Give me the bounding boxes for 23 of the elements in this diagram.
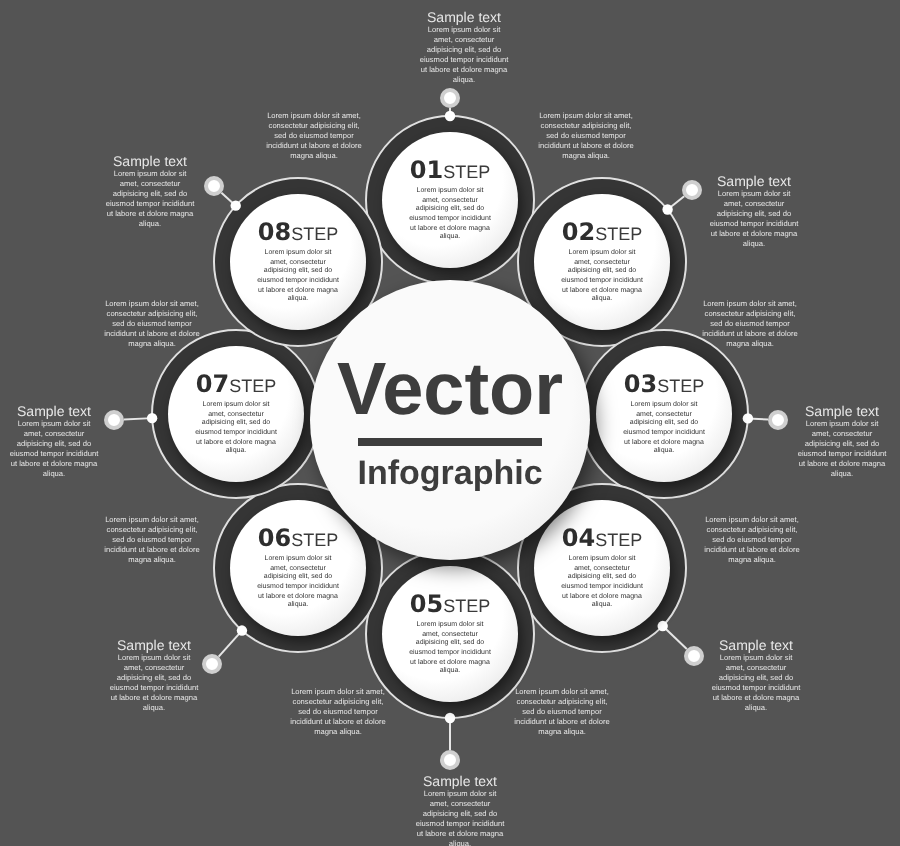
leader-line xyxy=(449,717,451,751)
ring-marker xyxy=(682,180,702,200)
ring-marker xyxy=(202,654,222,674)
title-text: Vector xyxy=(336,351,564,425)
leader-line xyxy=(220,191,237,207)
step-heading: 06STEP xyxy=(257,526,339,551)
step-heading: 01STEP xyxy=(409,158,491,183)
step-heading: 02STEP xyxy=(561,220,643,245)
step-heading: 08STEP xyxy=(257,220,339,245)
subtitle-text: Infographic xyxy=(357,455,543,489)
step-heading: 04STEP xyxy=(561,526,643,551)
step-heading: 07STEP xyxy=(195,372,277,397)
leader-line xyxy=(217,629,243,658)
step-heading: 05STEP xyxy=(409,592,491,617)
ring-marker xyxy=(204,176,224,196)
ring-marker xyxy=(768,410,788,430)
ring-marker xyxy=(440,88,460,108)
ring-marker xyxy=(104,410,124,430)
leader-line xyxy=(661,625,688,651)
leader-line xyxy=(666,195,686,211)
step-heading: 03STEP xyxy=(623,372,705,397)
ring-marker xyxy=(440,750,460,770)
ring-marker xyxy=(684,646,704,666)
